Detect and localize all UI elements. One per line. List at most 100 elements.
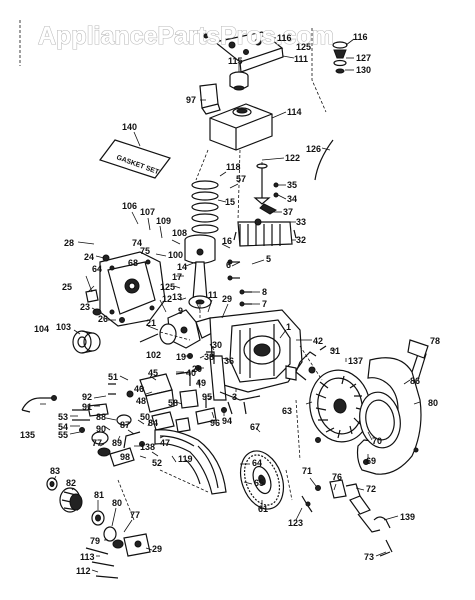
rewind-starter-parts bbox=[301, 479, 393, 557]
callout-label: 80 bbox=[428, 398, 438, 408]
right-bolt-stack bbox=[332, 41, 348, 74]
callout-label: 109 bbox=[156, 216, 171, 226]
callout-label: 116 bbox=[353, 32, 368, 42]
callout-label: 73 bbox=[364, 552, 374, 562]
callout-label: 140 bbox=[122, 122, 137, 132]
callout-label: 94 bbox=[222, 416, 232, 426]
callout-label: 111 bbox=[294, 54, 308, 64]
callout-label: 112 bbox=[76, 566, 91, 576]
callout-label: 17 bbox=[172, 272, 182, 282]
callout-label: 88 bbox=[96, 412, 106, 422]
callout-label: 84 bbox=[148, 418, 158, 428]
callout-label: 138 bbox=[140, 442, 155, 452]
callout-label: 7 bbox=[262, 299, 267, 309]
callout-label: 50 bbox=[140, 412, 150, 422]
callout-label: 31 bbox=[330, 346, 340, 356]
callout-label: 9 bbox=[178, 306, 183, 316]
callout-label: 97 bbox=[186, 95, 196, 105]
callout-label: 108 bbox=[172, 228, 187, 238]
callout-label: 71 bbox=[302, 466, 312, 476]
callout-label: 82 bbox=[66, 478, 76, 488]
callout-label: 61 bbox=[258, 504, 268, 514]
piston bbox=[184, 234, 216, 265]
callout-label: 36 bbox=[224, 356, 234, 366]
part-drawings: GASKET SET bbox=[21, 31, 429, 579]
callout-label: 95 bbox=[202, 392, 212, 402]
cylinder-head bbox=[233, 218, 297, 247]
gasket-set-packet: GASKET SET bbox=[99, 139, 171, 179]
callout-label: 37 bbox=[283, 207, 293, 217]
watermark-text: AppliancePartsPros.com bbox=[38, 22, 334, 50]
callout-label: 119 bbox=[178, 454, 193, 464]
flywheel-ring-gear bbox=[239, 450, 285, 510]
callout-label: 106 bbox=[122, 201, 137, 211]
callout-label: 64 bbox=[252, 458, 262, 468]
callout-label: 90 bbox=[96, 424, 106, 434]
callout-label: 107 bbox=[140, 207, 155, 217]
callout-label: 30 bbox=[212, 340, 222, 350]
leader-lines bbox=[40, 35, 421, 573]
callout-label: 21 bbox=[146, 318, 156, 328]
callout-label: 5 bbox=[266, 254, 271, 264]
choke-assembly bbox=[91, 414, 145, 467]
callout-label: 38 bbox=[204, 352, 214, 362]
callout-label: 130 bbox=[356, 65, 371, 75]
callout-label: 29 bbox=[152, 544, 162, 554]
callout-label: 86 bbox=[410, 376, 420, 386]
callout-label: 54 bbox=[58, 422, 68, 432]
valve bbox=[253, 163, 271, 205]
callout-label: 103 bbox=[56, 322, 71, 332]
callout-label: 135 bbox=[20, 430, 35, 440]
callout-label: 137 bbox=[348, 356, 363, 366]
callout-label: 35 bbox=[287, 180, 297, 190]
callout-label: 96 bbox=[210, 418, 220, 428]
callout-label: 75 bbox=[140, 246, 150, 256]
callout-label: 48 bbox=[136, 396, 146, 406]
callout-label: 89 bbox=[112, 438, 122, 448]
callout-label: 23 bbox=[80, 302, 90, 312]
callout-label: 100 bbox=[168, 250, 183, 260]
callout-label: 8 bbox=[262, 287, 267, 297]
callout-label: 29 bbox=[222, 294, 232, 304]
callout-label: 14 bbox=[177, 262, 187, 272]
callout-label: 113 bbox=[80, 552, 95, 562]
callout-label: 72 bbox=[366, 484, 376, 494]
engine-block bbox=[209, 309, 303, 401]
callout-label: 15 bbox=[225, 197, 235, 207]
callout-label: 79 bbox=[90, 536, 100, 546]
piston-rings bbox=[191, 180, 219, 234]
callout-label: 104 bbox=[34, 324, 49, 334]
callout-label: 126 bbox=[306, 144, 321, 154]
callout-label: 58 bbox=[168, 398, 178, 408]
callout-label: 13 bbox=[172, 292, 182, 302]
callout-label: 20 bbox=[192, 364, 202, 374]
callout-label: 74 bbox=[132, 238, 142, 248]
callout-label: 127 bbox=[356, 53, 371, 63]
callout-label: 123 bbox=[288, 518, 303, 528]
callout-label: 114 bbox=[287, 107, 302, 117]
bearing-seal bbox=[72, 330, 101, 354]
callout-label: 16 bbox=[222, 236, 232, 246]
callout-label: 78 bbox=[430, 336, 440, 346]
callout-label: 32 bbox=[296, 235, 306, 245]
callout-label: 77 bbox=[92, 438, 102, 448]
callout-label: 68 bbox=[128, 258, 138, 268]
callout-label: 83 bbox=[50, 466, 60, 476]
fuel-line-tube bbox=[314, 139, 334, 181]
crankcase-cover bbox=[99, 251, 166, 327]
throttle-lever bbox=[21, 395, 57, 413]
fuel-cap bbox=[229, 71, 249, 91]
callout-label: 40 bbox=[186, 368, 196, 378]
callout-label: 81 bbox=[94, 490, 104, 500]
crankshaft bbox=[139, 309, 215, 349]
mounting-parts bbox=[175, 396, 227, 433]
callout-labels: 116 116 125 127 130 115 111 97 114 140 1… bbox=[20, 32, 440, 576]
callout-label: 45 bbox=[148, 368, 158, 378]
callout-label: 65 bbox=[254, 478, 264, 488]
callout-label: 139 bbox=[400, 512, 415, 522]
block-side-detail bbox=[219, 391, 261, 415]
callout-label: 25 bbox=[62, 282, 72, 292]
callout-label: 1 bbox=[286, 322, 291, 332]
callout-label: 57 bbox=[236, 174, 246, 184]
